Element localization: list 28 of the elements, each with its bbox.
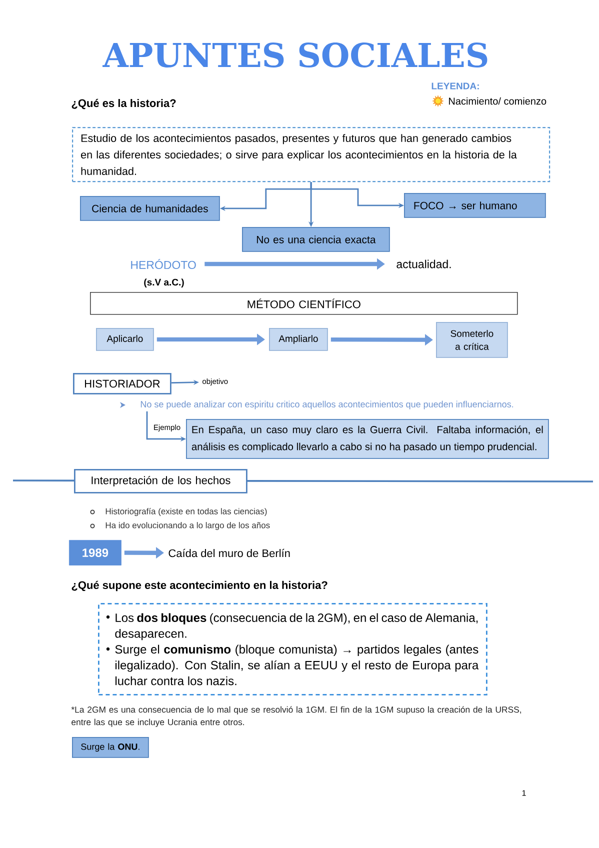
heading-box: Interpretación de los hechos	[74, 469, 248, 494]
example-box: En España, un caso muy claro es la Guerra Civil. Faltaba información, el análisis es complicado llevarlo a cabo si no ha pasado un tiempo prudencial.	[186, 419, 549, 459]
step-box: Someterlo a crítica	[436, 322, 508, 358]
concept-box: FOCO → ser humano	[404, 193, 546, 218]
highlight-box: Surge la ONU.	[72, 737, 149, 758]
timeline-label: actualidad.	[396, 260, 451, 268]
footnote-text: *La 2GM es una consecuencia de lo mal que se resolvió la 1GM. El fin de la 1GM supuso la creación de la URSS, entre las que se incluye Ucrania entre otros.	[71, 706, 521, 727]
date-note: (s.V a.C.)	[144, 278, 184, 288]
title: APUNTES SOCIALES	[102, 42, 488, 68]
bullet-text: No se puede analizar con espiritu critico aquellos acontecimientos que pueden influenciarnos.	[140, 400, 514, 410]
bullet-text: Historiografía (existe en todas las ciencias)	[106, 508, 267, 516]
step-box: Ampliarlo	[269, 328, 328, 351]
bullet-list-box: Los dos bloques (consecuencia de la 2GM), en el caso de Alemania, desaparecen. Surge el comunismo (bloque comunista) → partidos legales (antes ilegalizado). Con Stalin, se alían a EEUU y el resto de Europa para luchar contra los nazis.	[98, 603, 488, 696]
step-box: Aplicarlo	[96, 328, 154, 351]
heading-box: HISTORIADOR	[73, 373, 172, 394]
bullet-text: Ha ido evolucionando a lo largo de los años	[106, 522, 270, 530]
page-number: 1	[522, 790, 526, 796]
section-heading: ¿Qué es la historia?	[72, 98, 176, 110]
legend-heading: LEYENDA:	[432, 82, 479, 90]
section-heading: ¿Qué supone este acontecimiento en la historia?	[72, 580, 328, 592]
concept-box: Ciencia de humanidades	[80, 196, 220, 221]
timeline-label: HERÓDOTO	[131, 258, 196, 270]
legend-text: Nacimiento/ comienzo	[449, 97, 546, 105]
year-box: 1989	[69, 540, 122, 566]
title-box: MÉTODO CIENTÍFICO	[90, 292, 518, 315]
event-text: Caída del muro de Berlín	[168, 548, 290, 558]
definition-box: Estudio de los acontecimientos pasados, presentes y futuros que han generado cambios en las diferentes sociedades; o sirve para explicar los acontecimientos en la historia de la humanidad.	[72, 127, 550, 182]
concept-box: No es una ciencia exacta	[242, 227, 390, 252]
